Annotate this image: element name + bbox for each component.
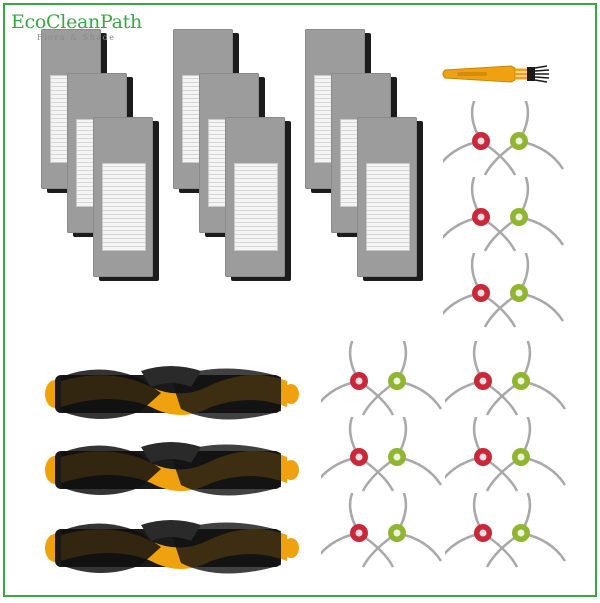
filter-group-2 <box>173 29 303 309</box>
side-brush-pair <box>435 250 565 337</box>
brand-tagline: Flora & Shade <box>37 33 116 42</box>
side-brush-pair <box>313 490 443 577</box>
hepa-filter <box>357 117 423 281</box>
side-brush-pair <box>435 174 565 261</box>
side-brush-pair <box>313 338 443 425</box>
main-roller-brush <box>45 520 299 574</box>
side-brush-pair <box>437 414 567 501</box>
cleaning-tool <box>441 58 561 90</box>
filter-group-3 <box>305 29 435 309</box>
side-brush-pair <box>437 338 567 425</box>
hepa-filter <box>225 117 291 281</box>
filter-group-1 <box>41 29 171 309</box>
product-image-frame: EcoCleanPath Flora & Shade <box>3 3 597 597</box>
hepa-filter <box>93 117 159 281</box>
main-roller-brush <box>45 442 299 496</box>
side-brush-pair <box>435 98 565 185</box>
brand-name: EcoCleanPath <box>11 11 142 33</box>
side-brush-pair <box>437 490 567 577</box>
side-brush-pair <box>313 414 443 501</box>
main-roller-brush <box>45 366 299 420</box>
brand-logo: EcoCleanPath Flora & Shade <box>11 11 181 51</box>
